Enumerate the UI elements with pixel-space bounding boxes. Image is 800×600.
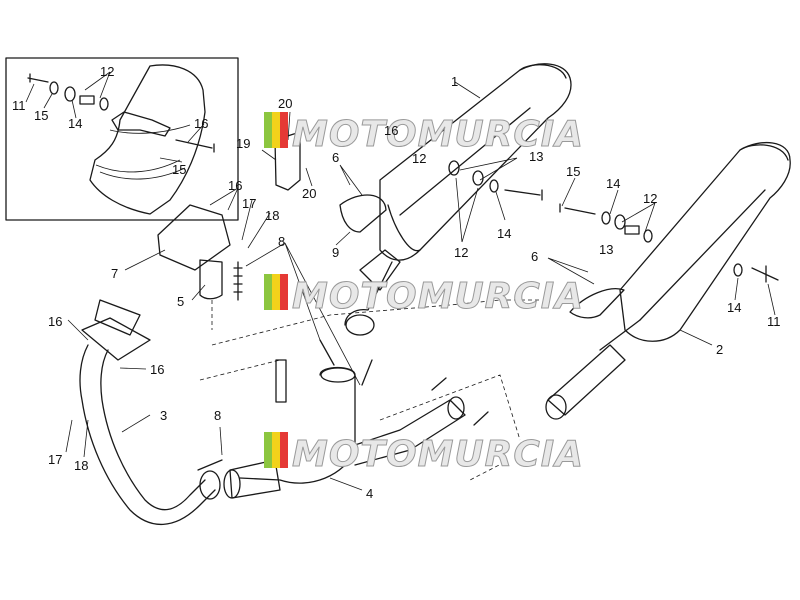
watermark-3: MOTOMURCIA bbox=[264, 432, 584, 476]
part-label: 15 bbox=[34, 108, 48, 123]
part-label: 19 bbox=[236, 136, 250, 151]
watermark-text-1: MOTOMURCIA bbox=[292, 114, 584, 155]
part-label: 16 bbox=[228, 178, 242, 193]
hardware-right bbox=[448, 160, 779, 283]
part-label: 16 bbox=[48, 314, 62, 329]
muffler-2 bbox=[545, 141, 791, 420]
part-labels: 1 2 3 4 5 6 6 7 8 8 9 11 11 12 12 12 12 … bbox=[12, 64, 781, 501]
part-label: 18 bbox=[74, 458, 88, 473]
inset-bolt-11 bbox=[27, 73, 49, 83]
part-label: 20 bbox=[302, 186, 316, 201]
part-label: 12 bbox=[412, 151, 426, 166]
bracket-19 bbox=[274, 131, 301, 191]
watermark-2: MOTOMURCIA bbox=[264, 274, 584, 318]
part-label: 11 bbox=[12, 98, 26, 113]
watermarks: MOTOMURCIA MOTOMURCIA MOTOMURCIA bbox=[264, 112, 584, 476]
dash-lines bbox=[199, 299, 540, 481]
part-label: 14 bbox=[68, 116, 82, 131]
part-label: 16 bbox=[150, 362, 164, 377]
part-label: 14 bbox=[606, 176, 620, 191]
springs-8 bbox=[197, 261, 489, 471]
flange-5 bbox=[199, 259, 223, 300]
part-label: 16 bbox=[384, 123, 398, 138]
collector-4 bbox=[223, 359, 466, 499]
part-label: 3 bbox=[160, 408, 167, 423]
part-label: 1 bbox=[451, 74, 458, 89]
muffler-1 bbox=[344, 63, 572, 336]
gasket-7 bbox=[157, 204, 231, 271]
part-label: 14 bbox=[497, 226, 511, 241]
heat-shield-9 bbox=[339, 194, 387, 233]
part-label: 18 bbox=[265, 208, 279, 223]
part-label: 15 bbox=[172, 162, 186, 177]
header-pipe-3 bbox=[79, 299, 221, 526]
part-label: 8 bbox=[278, 234, 285, 249]
part-label: 6 bbox=[332, 150, 339, 165]
part-label: 17 bbox=[242, 196, 256, 211]
part-label: 20 bbox=[278, 96, 292, 111]
inset-frame bbox=[5, 57, 239, 221]
part-label: 4 bbox=[366, 486, 373, 501]
inset-detail bbox=[5, 57, 239, 221]
part-label: 12 bbox=[643, 191, 657, 206]
part-label: 16 bbox=[194, 116, 208, 131]
leader-lines bbox=[25, 71, 776, 491]
part-label: 13 bbox=[529, 149, 543, 164]
part-label: 9 bbox=[332, 245, 339, 260]
part-label: 13 bbox=[599, 242, 613, 257]
inset-bolt-16 bbox=[175, 139, 215, 153]
watermark-1: MOTOMURCIA bbox=[264, 112, 584, 156]
part-label: 8 bbox=[214, 408, 221, 423]
part-label: 12 bbox=[454, 245, 468, 260]
watermark-text-2: MOTOMURCIA bbox=[292, 276, 584, 317]
part-label: 12 bbox=[100, 64, 114, 79]
part-label: 2 bbox=[716, 342, 723, 357]
part-label: 15 bbox=[566, 164, 580, 179]
part-label: 7 bbox=[111, 266, 118, 281]
heat-shields bbox=[339, 194, 625, 319]
flange-parts bbox=[157, 131, 301, 300]
watermark-text-3: MOTOMURCIA bbox=[292, 434, 584, 475]
part-label: 5 bbox=[177, 294, 184, 309]
part-label: 14 bbox=[727, 300, 741, 315]
inset-muffler bbox=[89, 64, 206, 215]
part-label: 6 bbox=[531, 249, 538, 264]
part-label: 17 bbox=[48, 452, 62, 467]
inset-bracket bbox=[111, 111, 171, 137]
part-label: 11 bbox=[767, 314, 781, 329]
heat-shield-6 bbox=[569, 288, 625, 319]
